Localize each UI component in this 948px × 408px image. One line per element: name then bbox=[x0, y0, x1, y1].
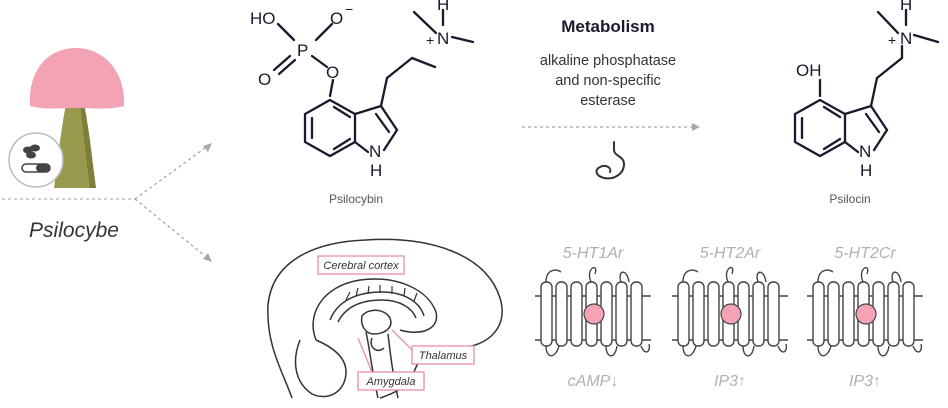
cerebellum bbox=[294, 339, 347, 398]
intracellular-loops bbox=[817, 343, 923, 357]
helix bbox=[570, 281, 583, 347]
corpus-callosum bbox=[329, 291, 425, 321]
psilocybin-molecule bbox=[272, 8, 475, 158]
brain-label-thalamus: Thalamus bbox=[419, 350, 468, 362]
ligand-dot bbox=[583, 303, 605, 325]
receptor-effect: IP3↑ bbox=[849, 373, 881, 390]
label-box-amygdala bbox=[357, 371, 425, 391]
atom-h-indole: H bbox=[370, 161, 382, 180]
metabolism-arrow-head bbox=[692, 123, 700, 131]
extracellular-loops bbox=[817, 266, 902, 283]
helix bbox=[812, 281, 825, 347]
atom-n-plus: N bbox=[437, 29, 449, 48]
atom-h-indole-2: H bbox=[860, 161, 872, 180]
psilocybin-label: Psilocybin bbox=[329, 192, 383, 206]
psilocin-atoms: OH N + H N H bbox=[796, 0, 912, 180]
mushroom-illustration bbox=[8, 48, 125, 188]
pills-icon bbox=[21, 144, 51, 173]
psilocin-molecule bbox=[793, 8, 940, 158]
helix bbox=[827, 281, 840, 347]
mushroom-cap bbox=[29, 48, 125, 109]
atom-n-indole-2: N bbox=[859, 142, 871, 161]
metabolism-line-2: and non-specific bbox=[555, 73, 661, 89]
stomach-icon bbox=[595, 141, 626, 180]
metabolism-title: Metabolism bbox=[561, 17, 655, 36]
receptor-effect: cAMP↓ bbox=[568, 373, 619, 390]
atom-o-minus: O bbox=[330, 9, 343, 28]
intracellular-loops bbox=[682, 343, 788, 357]
thalamus-region bbox=[360, 309, 392, 335]
pill-badge bbox=[8, 132, 64, 188]
psilocin-label: Psilocin bbox=[829, 192, 870, 206]
charge-minus: − bbox=[345, 1, 353, 17]
atom-ho: HO bbox=[250, 9, 276, 28]
brainstem bbox=[365, 331, 399, 399]
label-box-cortex bbox=[317, 255, 405, 275]
charge-plus: + bbox=[426, 32, 434, 48]
helix bbox=[692, 281, 705, 347]
receptor-1: 5-HT1Ar cAMP↓ bbox=[535, 245, 651, 390]
leader-thalamus bbox=[391, 329, 413, 351]
atom-oh: OH bbox=[796, 61, 822, 80]
atom-o-ester: O bbox=[326, 63, 339, 82]
mushroom-stem-shade bbox=[80, 104, 96, 188]
amygdala-region bbox=[370, 337, 385, 352]
brain-label-amygdala: Amygdala bbox=[366, 376, 416, 388]
brain-label-cortex: Cerebral cortex bbox=[323, 260, 399, 272]
label-box-thalamus bbox=[411, 345, 475, 365]
receptor-name: 5-HT2Cr bbox=[834, 245, 896, 262]
organism-label: Psilocybe bbox=[29, 219, 119, 242]
extracellular-loops bbox=[545, 266, 630, 283]
helix bbox=[555, 281, 568, 347]
extracellular-loops bbox=[682, 266, 767, 283]
psilocybin-atoms: HO O − P O O N + H N H bbox=[250, 0, 449, 180]
atom-o-double: O bbox=[258, 70, 271, 89]
atom-n-indole: N bbox=[369, 142, 381, 161]
brain-inner-fold bbox=[312, 278, 438, 341]
brain-labels: Cerebral cortex Thalamus Amygdala bbox=[317, 255, 475, 391]
atom-h-n-2: H bbox=[900, 0, 912, 14]
receptor-name: 5-HT1Ar bbox=[563, 245, 624, 262]
intracellular-loops bbox=[545, 343, 651, 357]
helix bbox=[767, 281, 780, 347]
helix bbox=[902, 281, 915, 347]
helix bbox=[615, 281, 628, 347]
atom-h-n: H bbox=[437, 0, 449, 14]
helix bbox=[752, 281, 765, 347]
receptor-name: 5-HT2Ar bbox=[700, 245, 761, 262]
metabolism-line-3: esterase bbox=[580, 93, 636, 109]
ligand-dot bbox=[855, 303, 877, 325]
leader-amygdala bbox=[357, 337, 373, 373]
branch-arrows bbox=[134, 147, 206, 257]
ligand-dot bbox=[720, 303, 742, 325]
helix bbox=[887, 281, 900, 347]
arrow-head-upper bbox=[203, 143, 212, 152]
helix bbox=[842, 281, 855, 347]
helix bbox=[707, 281, 720, 347]
helix bbox=[630, 281, 643, 347]
atom-n-plus-2: N bbox=[900, 29, 912, 48]
cortex-ridges bbox=[345, 285, 418, 302]
atom-p: P bbox=[297, 41, 308, 60]
receptor-effect: IP3↑ bbox=[714, 373, 746, 390]
charge-plus-2: + bbox=[888, 32, 896, 48]
helix bbox=[540, 281, 553, 347]
arrow-head-lower bbox=[203, 253, 212, 262]
metabolism-line-1: alkaline phosphatase bbox=[540, 53, 676, 69]
helix bbox=[677, 281, 690, 347]
corpus-callosum-inner bbox=[337, 299, 417, 323]
